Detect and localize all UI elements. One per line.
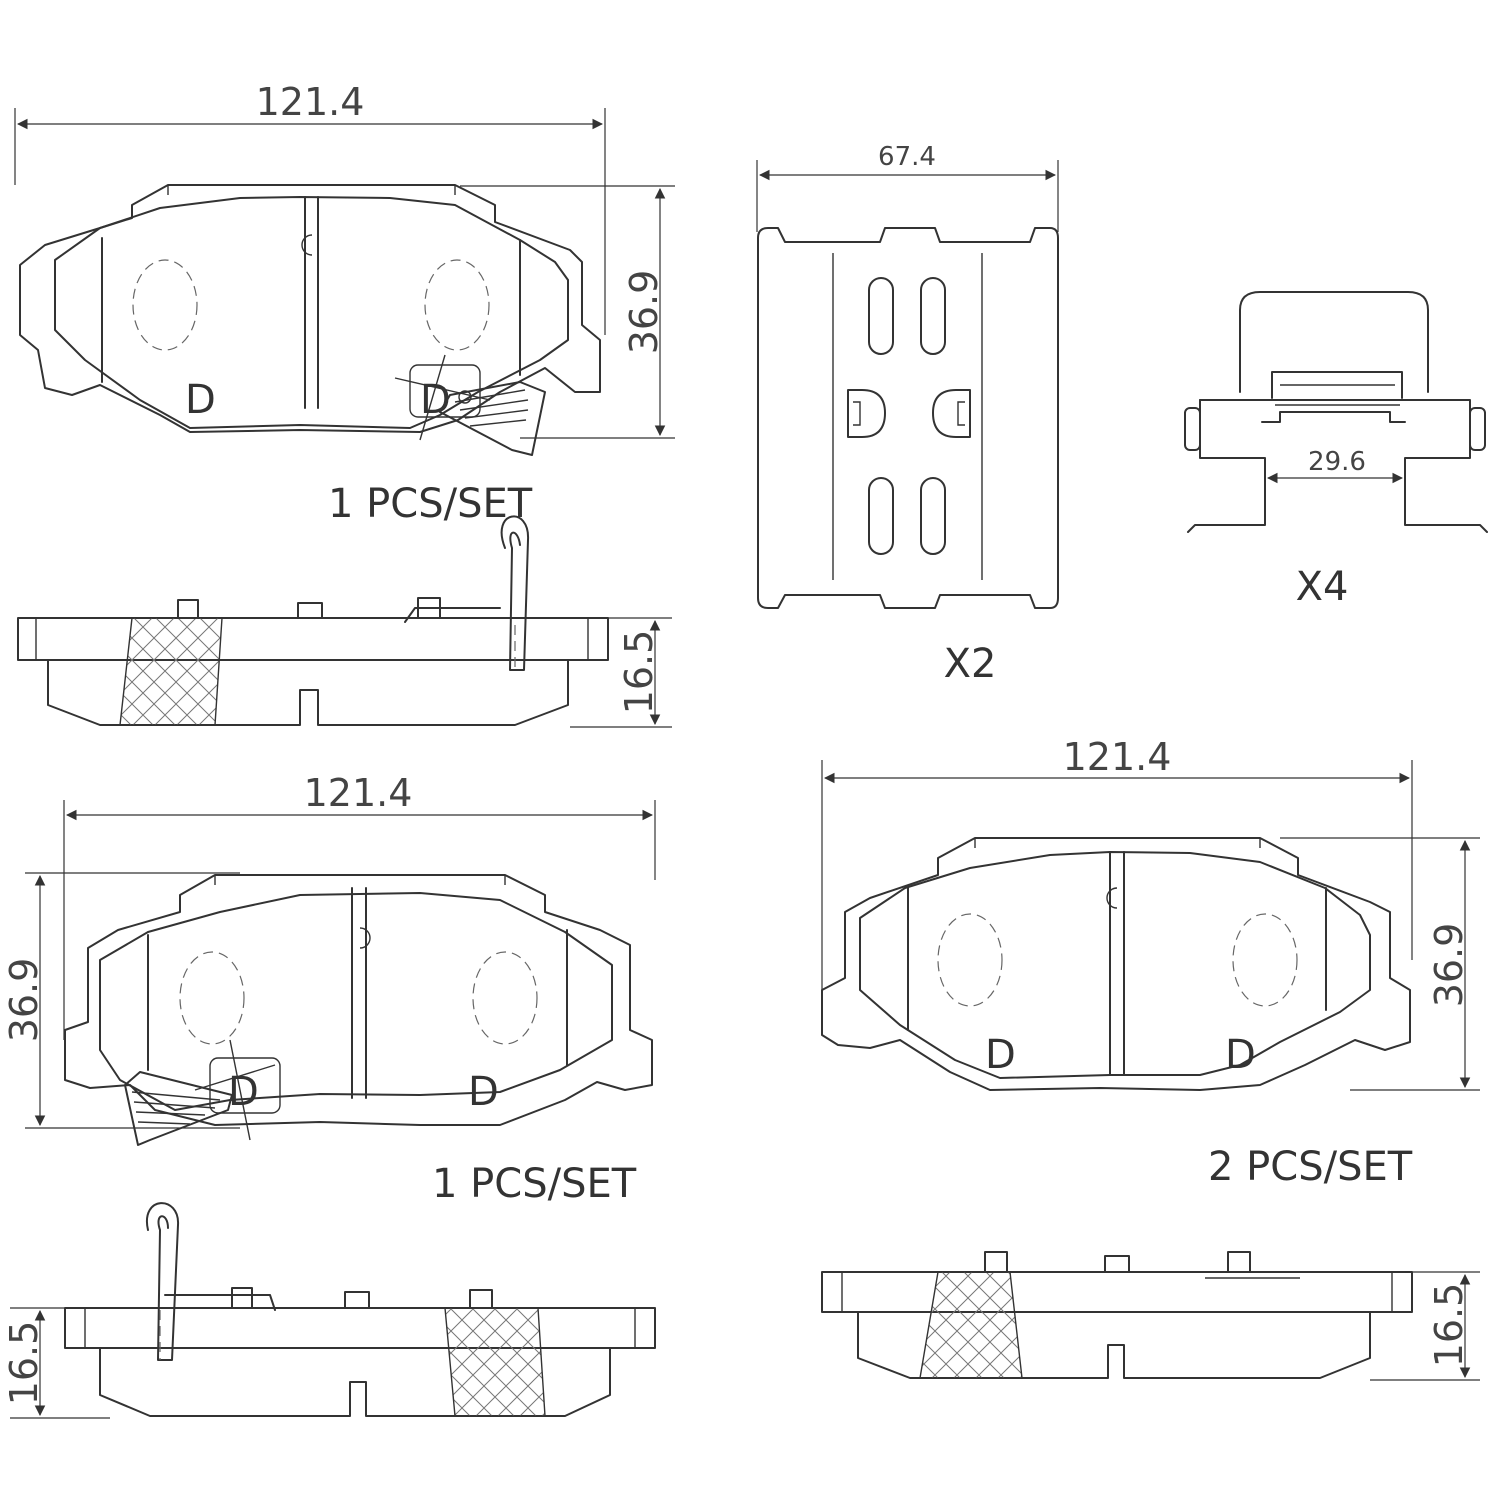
height-dimension-label: 36.9 xyxy=(2,958,46,1043)
pad-outer-bottom-front-view: 121.4 36.9 D D xyxy=(2,771,656,1146)
shim-quantity-label: X2 xyxy=(944,641,997,687)
quantity-label-outer-top: 1 PCS/SET xyxy=(328,481,533,527)
width-dimension-label: 121.4 xyxy=(304,771,413,815)
height-dimension-label: 36.9 xyxy=(1427,923,1471,1008)
clip-quantity-label: X4 xyxy=(1296,564,1349,610)
width-dimension-label: 121.4 xyxy=(1063,735,1172,779)
shim-width-label: 67.4 xyxy=(878,142,936,172)
wear-mark-right: D xyxy=(420,377,451,423)
pad-outer-top-front-view: 121.4 36.9 D D xyxy=(14,80,675,456)
wear-mark-left: D xyxy=(228,1069,259,1115)
clip-width-label: 29.6 xyxy=(1308,447,1366,477)
pad-outer-bottom-side-view: 16.5 xyxy=(2,1202,656,1419)
wear-mark-right: D xyxy=(1225,1032,1256,1078)
pad-inner-front-view: 121.4 36.9 D D xyxy=(821,735,1480,1091)
wear-mark-right: D xyxy=(468,1069,499,1115)
pad-outer-top-side-view: 16.5 xyxy=(17,515,672,728)
quantity-label-outer-bottom: 1 PCS/SET xyxy=(432,1161,637,1207)
pad-inner-side-view: 16.5 xyxy=(821,1251,1480,1381)
clip-drawing: 29.6 xyxy=(1184,291,1488,533)
shim-drawing: 67.4 xyxy=(756,142,1059,609)
height-dimension-label: 36.9 xyxy=(622,270,666,355)
thickness-dimension-label: 16.5 xyxy=(617,630,661,715)
wear-mark-left: D xyxy=(185,377,216,423)
width-dimension-label: 121.4 xyxy=(256,80,365,124)
quantity-label-inner: 2 PCS/SET xyxy=(1208,1144,1413,1190)
thickness-dimension-label: 16.5 xyxy=(2,1321,46,1406)
wear-mark-left: D xyxy=(985,1032,1016,1078)
thickness-dimension-label: 16.5 xyxy=(1427,1283,1471,1368)
